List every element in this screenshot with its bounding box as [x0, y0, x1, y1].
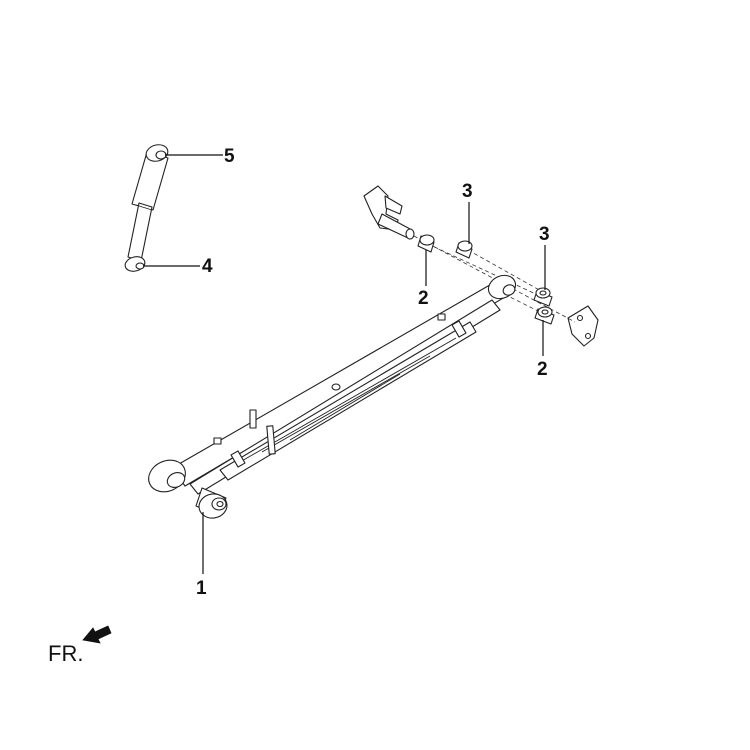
shock-absorber [124, 144, 169, 272]
bushing-2-rear [534, 306, 555, 325]
leader-lines [143, 154, 546, 574]
callout-5: 5 [224, 146, 235, 167]
bushing-3-rear [533, 287, 553, 307]
rear-shackle-bracket [567, 305, 599, 347]
front-label: FR. [48, 641, 83, 666]
callout-3-front: 3 [462, 181, 473, 202]
front-hanger-bracket [363, 185, 415, 240]
callout-3-rear: 3 [539, 224, 550, 245]
front-arrow-icon [82, 625, 112, 644]
callout-4: 4 [202, 256, 213, 277]
bushing-1 [195, 487, 228, 519]
bushing-2-front [417, 234, 435, 253]
callout-1: 1 [196, 578, 207, 599]
leaf-spring [148, 274, 517, 495]
callout-2-rear: 2 [537, 359, 548, 380]
front-direction-indicator: FR. [48, 625, 112, 666]
callout-2-front: 2 [418, 288, 429, 309]
